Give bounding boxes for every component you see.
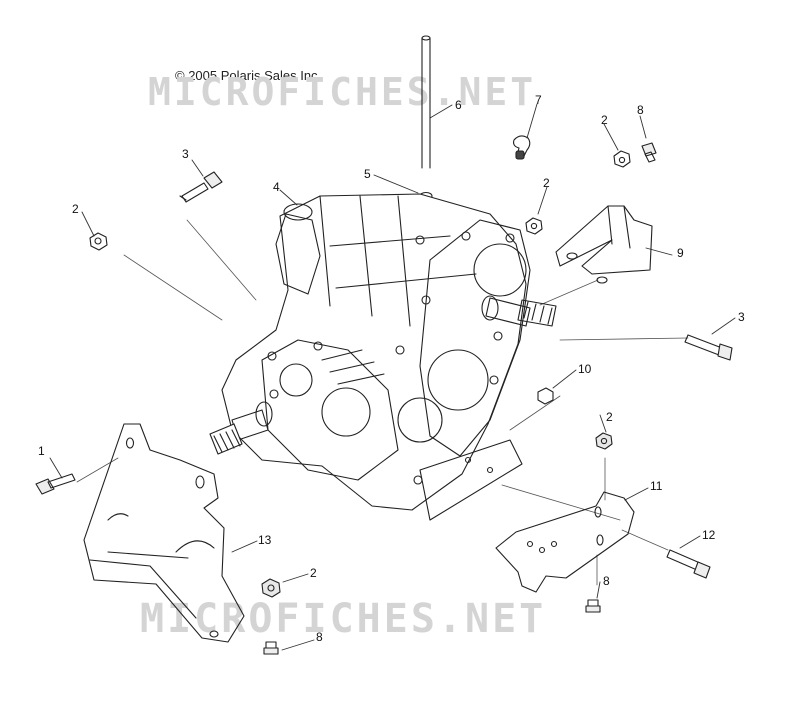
callout-2: 2 — [543, 176, 550, 190]
callout-9: 9 — [677, 246, 684, 260]
callout-4: 4 — [273, 180, 280, 194]
bolt-part-3-right — [684, 334, 733, 361]
nut-part-2-right — [595, 432, 613, 450]
watermark-top: MICROFICHES.NET — [148, 70, 537, 114]
callout-11: 11 — [650, 479, 663, 493]
callout-12: 12 — [702, 528, 716, 542]
callout-2: 2 — [310, 566, 317, 580]
callout-3: 3 — [738, 310, 745, 324]
nut-part-2-upper-right — [613, 150, 631, 168]
hose-clamp-part-7 — [513, 135, 531, 160]
bracket-part-9 — [555, 205, 653, 284]
callout-2: 2 — [72, 202, 79, 216]
bolt-part-3-left — [179, 171, 223, 203]
callout-2: 2 — [601, 113, 608, 127]
callout-8: 8 — [603, 574, 610, 588]
bolt-part-8-right — [585, 599, 601, 613]
bolt-part-8-bottom — [263, 641, 279, 655]
nut-part-2-center — [525, 217, 543, 235]
callout-8: 8 — [316, 630, 323, 644]
bracket-part-13 — [83, 423, 245, 643]
bolt-part-12 — [666, 549, 711, 579]
watermark-bottom: MICROFICHES.NET — [140, 596, 547, 642]
copyright-text: © 2005 Polaris Sales Inc. — [175, 68, 322, 83]
callout-13: 13 — [258, 533, 272, 547]
bolt-part-8-top — [641, 142, 657, 163]
nut-part-2-upper-left — [89, 232, 108, 251]
leader-lines — [49, 103, 736, 651]
plug-part-10 — [537, 387, 554, 405]
vent-tube-part-6 — [421, 35, 431, 169]
transmission-assembly-part-4 — [209, 193, 557, 521]
nut-part-2-bottom — [261, 578, 281, 598]
callout-7: 7 — [535, 93, 542, 107]
callout-2: 2 — [606, 410, 613, 424]
bolt-part-1 — [35, 473, 76, 495]
callout-3: 3 — [182, 147, 189, 161]
callout-10: 10 — [578, 362, 592, 376]
callout-1: 1 — [38, 444, 45, 458]
bracket-part-11 — [495, 491, 635, 593]
callout-6: 6 — [455, 98, 462, 112]
callout-5: 5 — [364, 167, 371, 181]
callout-8: 8 — [637, 103, 644, 117]
